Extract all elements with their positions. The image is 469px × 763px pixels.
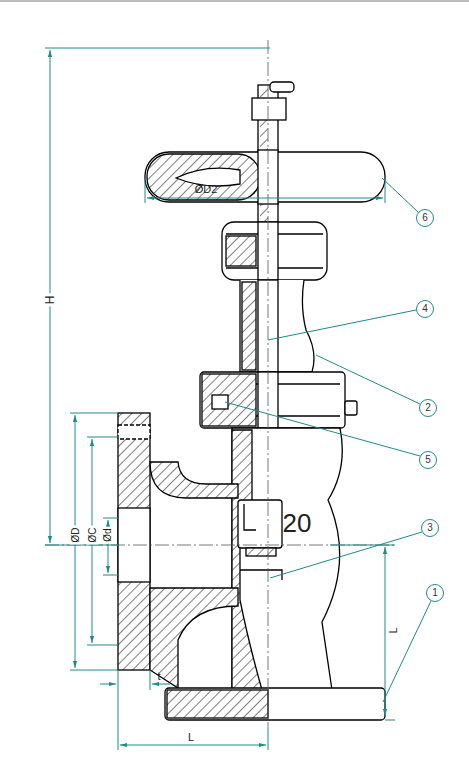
callout-circle: 6 bbox=[416, 209, 434, 227]
callout-number: 6 bbox=[422, 213, 428, 223]
callout-number: 5 bbox=[425, 455, 431, 465]
callout-circle: 4 bbox=[416, 300, 434, 318]
dimension-label: L bbox=[186, 731, 196, 744]
dimension-label: ØD2 bbox=[193, 183, 220, 196]
dimension-label: ØD bbox=[69, 526, 81, 545]
callout-number: 1 bbox=[432, 588, 438, 598]
callout-number: 4 bbox=[422, 304, 428, 314]
dimension-label: H bbox=[43, 294, 57, 307]
dimension-label: t bbox=[155, 670, 162, 683]
callout-circle: 1 bbox=[426, 584, 444, 602]
callout-circle: 5 bbox=[419, 451, 437, 469]
callout-number: 2 bbox=[425, 403, 431, 413]
dimension-label: Ød bbox=[102, 526, 114, 543]
dimension-label: L bbox=[387, 625, 400, 635]
callout-number: 3 bbox=[427, 523, 433, 533]
dimension-label: ØC bbox=[86, 526, 98, 545]
callout-circle: 3 bbox=[421, 519, 439, 537]
body-marking: 20 bbox=[281, 509, 314, 537]
callout-circle: 2 bbox=[419, 399, 437, 417]
